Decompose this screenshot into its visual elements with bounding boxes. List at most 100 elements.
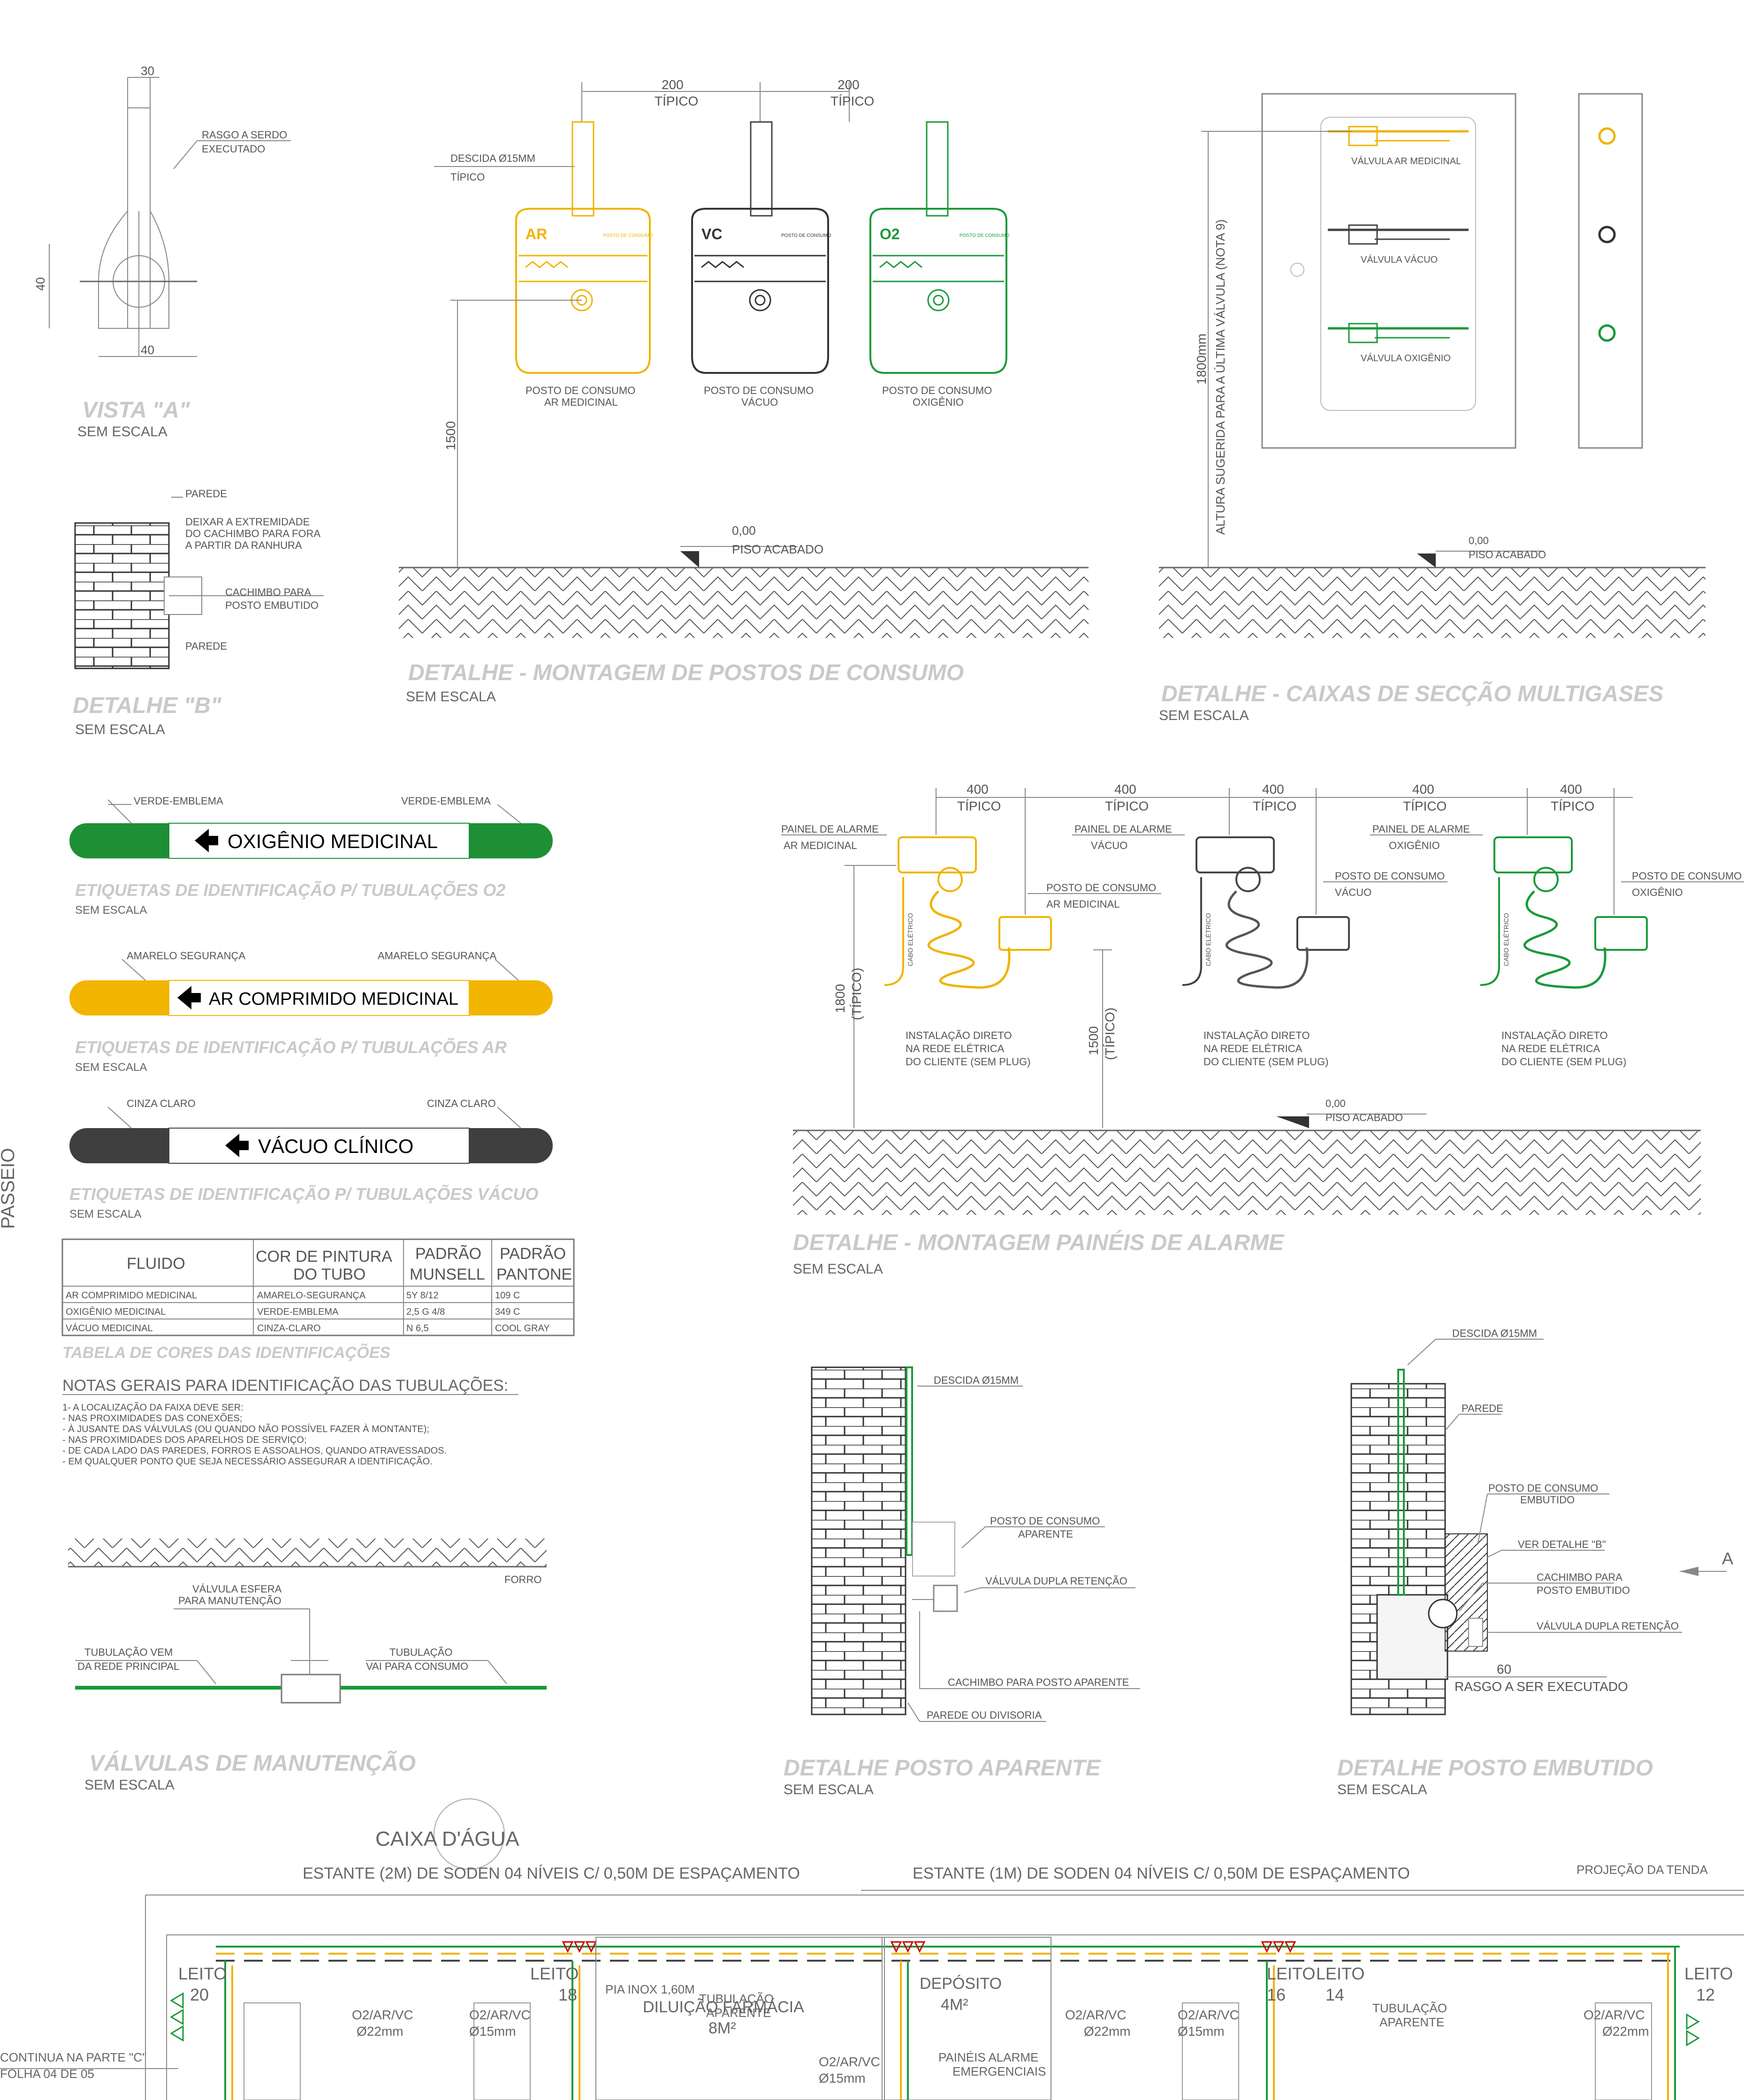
alarme-dim-4b: TÍPICO	[1403, 799, 1447, 813]
aparente-label-aparente: APARENTE	[1018, 1528, 1073, 1540]
embutido-title: DETALHE POSTO EMBUTIDO	[1337, 1756, 1653, 1781]
valvulas-label-tubulacao: TUBULAÇÃO	[389, 1646, 452, 1658]
table-header-munsell-2: MUNSELL	[410, 1266, 485, 1283]
etiqueta-vc-title: ETIQUETAS DE IDENTIFICAÇÃO P/ TUBULAÇÕES…	[69, 1184, 538, 1204]
plan-leito-12: LEITO	[1684, 1964, 1733, 1983]
detalhe-b-label-cachimbo-fora: DO CACHIMBO PARA FORA	[185, 528, 320, 539]
alarme-ar-inst-1: INSTALAÇÃO DIRETO	[906, 1030, 1012, 1041]
posto-ar-label-2: AR MEDICINAL	[544, 396, 617, 408]
posto-ar-code: AR	[525, 226, 547, 243]
table-header-pantone-2: PANTONE	[496, 1266, 572, 1283]
embutido-section: DESCIDA Ø15MM PAREDE POSTO DE CONSUMO EM…	[1337, 1327, 1733, 1797]
aparente-section: DESCIDA Ø15MM POSTO DE CONSUMO APARENTE …	[784, 1366, 1140, 1797]
etiqueta-o2-text: OXIGÊNIO MEDICINAL	[228, 830, 438, 852]
plan-pipe-label-6: Ø15mm	[819, 2071, 866, 2085]
etiqueta-vc-subtitle: SEM ESCALA	[69, 1208, 141, 1221]
alarme-dim-1b: TÍPICO	[957, 799, 1001, 813]
caixa-valve-ar: VÁLVULA AR MEDICINAL	[1328, 126, 1469, 167]
aparente-subtitle: SEM ESCALA	[784, 1782, 874, 1797]
posto-o2-label-1: POSTO DE CONSUMO	[882, 385, 992, 396]
alarme-ar-painel-2: AR MEDICINAL	[784, 840, 857, 851]
vista-a-note-1: RASGO A SERDO	[202, 129, 287, 141]
posto-o2-code: O2	[880, 226, 900, 243]
embutido-label-embutido: EMBUTIDO	[1520, 1494, 1575, 1506]
detalhe-b-title: DETALHE "B"	[73, 693, 222, 718]
posto-ar-header: POSTO DE CONSUMO	[603, 233, 653, 238]
alarme-o2-inst-3: DO CLIENTE (SEM PLUG)	[1501, 1056, 1626, 1068]
etiqueta-ar-text: AR COMPRIMIDO MEDICINAL	[209, 989, 458, 1009]
caixas-subtitle: SEM ESCALA	[1159, 708, 1249, 723]
plan-projecao: PROJEÇÃO DA TENDA	[1576, 1863, 1708, 1877]
plan-pipe-label-10: Ø15mm	[1178, 2024, 1225, 2039]
aparente-label-cachimbo: CACHIMBO PARA POSTO APARENTE	[948, 1676, 1129, 1688]
vista-a-dim-bottom: 40	[141, 343, 154, 357]
alarme-group-o2: CABO ELÉTRICO PAINEL DE ALARME OXIGÊNIO …	[1370, 823, 1744, 1068]
plan-paineis-1: PAINÉIS ALARME	[938, 2050, 1038, 2064]
detalhe-b-label-parede-top: PAREDE	[185, 488, 227, 500]
embutido-subtitle: SEM ESCALA	[1337, 1782, 1427, 1797]
etiqueta-ar: AMARELO SEGURANÇA AMARELO SEGURANÇA AR C…	[69, 950, 553, 1074]
postos-level: 0,00	[732, 523, 756, 538]
alarme-dim-2: 400	[1114, 782, 1136, 796]
alarme-o2-painel-1: PAINEL DE ALARME	[1372, 823, 1470, 835]
plan-leito-18: LEITO	[530, 1964, 579, 1983]
plan-estante-1: ESTANTE (2M) DE SODEN 04 NÍVEIS C/ 0,50M…	[303, 1865, 800, 1882]
plan-leito-12-num: 12	[1696, 1985, 1715, 2004]
alarme-subtitle: SEM ESCALA	[793, 1261, 883, 1277]
caixa-valve-o2-label: VÁLVULA OXIGÊNIO	[1361, 353, 1451, 364]
vista-a-dim-top: 30	[141, 64, 154, 78]
posto-ar-label-1: POSTO DE CONSUMO	[525, 385, 635, 396]
alarme-vc-inst-1: INSTALAÇÃO DIRETO	[1203, 1030, 1310, 1041]
alarme-dim-3: 400	[1262, 782, 1284, 796]
plan-leito-18-num: 18	[558, 1985, 577, 2004]
valvulas-label-consumo: VAI PARA CONSUMO	[366, 1660, 468, 1672]
embutido-label-rasgo: RASGO A SER EXECUTADO	[1455, 1679, 1628, 1694]
etiqueta-ar-subtitle: SEM ESCALA	[75, 1061, 147, 1074]
plan-leito-20-num: 20	[190, 1985, 209, 2004]
posto-vc-label-2: VÁCUO	[741, 396, 778, 408]
alarme-level-label: PISO ACABADO	[1325, 1112, 1403, 1123]
plan-leito-14-num: 14	[1325, 1985, 1344, 2004]
alarme-dim-4: 400	[1412, 782, 1434, 796]
alarme-ar-cabo: CABO ELÉTRICO	[906, 913, 914, 966]
notas-section: NOTAS GERAIS PARA IDENTIFICAÇÃO DAS TUBU…	[62, 1377, 518, 1467]
alarme-dim-3b: TÍPICO	[1253, 799, 1296, 813]
alarme-dim-5b: TÍPICO	[1551, 799, 1594, 813]
alarme-h1: 1800	[833, 984, 847, 1013]
embutido-label-dim: 60	[1497, 1662, 1511, 1676]
alarme-vc-posto-2: VÁCUO	[1335, 887, 1371, 898]
plan-pipe-label-2: Ø22mm	[357, 2024, 404, 2039]
alarme-vc-inst-2: NA REDE ELÉTRICA	[1203, 1043, 1302, 1054]
etiqueta-o2-color-left: VERDE-EMBLEMA	[134, 795, 223, 807]
alarme-group-vc: CABO ELÉTRICO PAINEL DE ALARME VÁCUO POS…	[1072, 823, 1447, 1068]
notas-line-5: - DE CADA LADO DAS PAREDES, FORROS E ASS…	[62, 1446, 447, 1456]
vista-a-title: VISTA "A"	[82, 398, 190, 423]
floor-plan-section: CAIXA D'ÁGUA ESTANTE (2M) DE SODEN 04 NÍ…	[0, 1798, 1744, 2100]
table-header-fluido: FLUIDO	[127, 1255, 185, 1273]
table-row: OXIGÊNIO MEDICINAL VERDE-EMBLEMA 2,5 G 4…	[66, 1306, 520, 1317]
table-cell: CINZA-CLARO	[257, 1323, 321, 1334]
plan-pipe-label-1: O2/AR/VC	[352, 2008, 413, 2022]
alarme-o2-painel-2: OXIGÊNIO	[1389, 840, 1440, 851]
alarme-h2b: (TÍPICO)	[1103, 1008, 1117, 1060]
valvulas-label-vem: TUBULAÇÃO VEM	[84, 1646, 173, 1658]
postos-dim-1: 200	[662, 77, 684, 92]
aparente-title: DETALHE POSTO APARENTE	[784, 1756, 1102, 1781]
vista-a-section: 30 40 40 RASGO A SERDO EXECUTADO VISTA "…	[33, 64, 291, 440]
valvulas-label-rede: DA REDE PRINCIPAL	[77, 1660, 179, 1672]
table-row: AR COMPRIMIDO MEDICINAL AMARELO-SEGURANÇ…	[66, 1290, 520, 1301]
table-cell: AMARELO-SEGURANÇA	[257, 1290, 366, 1301]
notas-title: NOTAS GERAIS PARA IDENTIFICAÇÃO DAS TUBU…	[62, 1377, 508, 1395]
plan-diluicao-area: 8M²	[708, 2019, 736, 2037]
plan-paineis-2: EMERGENCIAIS	[952, 2064, 1046, 2078]
valvulas-label-esfera: VÁLVULA ESFERA	[192, 1583, 282, 1595]
plan-pipe-label-12: Ø22mm	[1602, 2024, 1649, 2039]
alarme-o2-posto-2: OXIGÊNIO	[1632, 887, 1683, 898]
alarme-vc-inst-3: DO CLIENTE (SEM PLUG)	[1203, 1056, 1328, 1068]
plan-leito-14: LEITO	[1316, 1964, 1364, 1983]
posto-vc: VC POSTO DE CONSUMO POSTO DE CONSUMO VÁC…	[691, 121, 831, 408]
postos-descida: DESCIDA Ø15MM	[450, 152, 535, 164]
postos-descida-tipico: TÍPICO	[450, 171, 485, 183]
postos-level-label: PISO ACABADO	[732, 542, 823, 556]
detalhe-b-label-deixar: DEIXAR A EXTREMIDADE	[185, 516, 310, 528]
